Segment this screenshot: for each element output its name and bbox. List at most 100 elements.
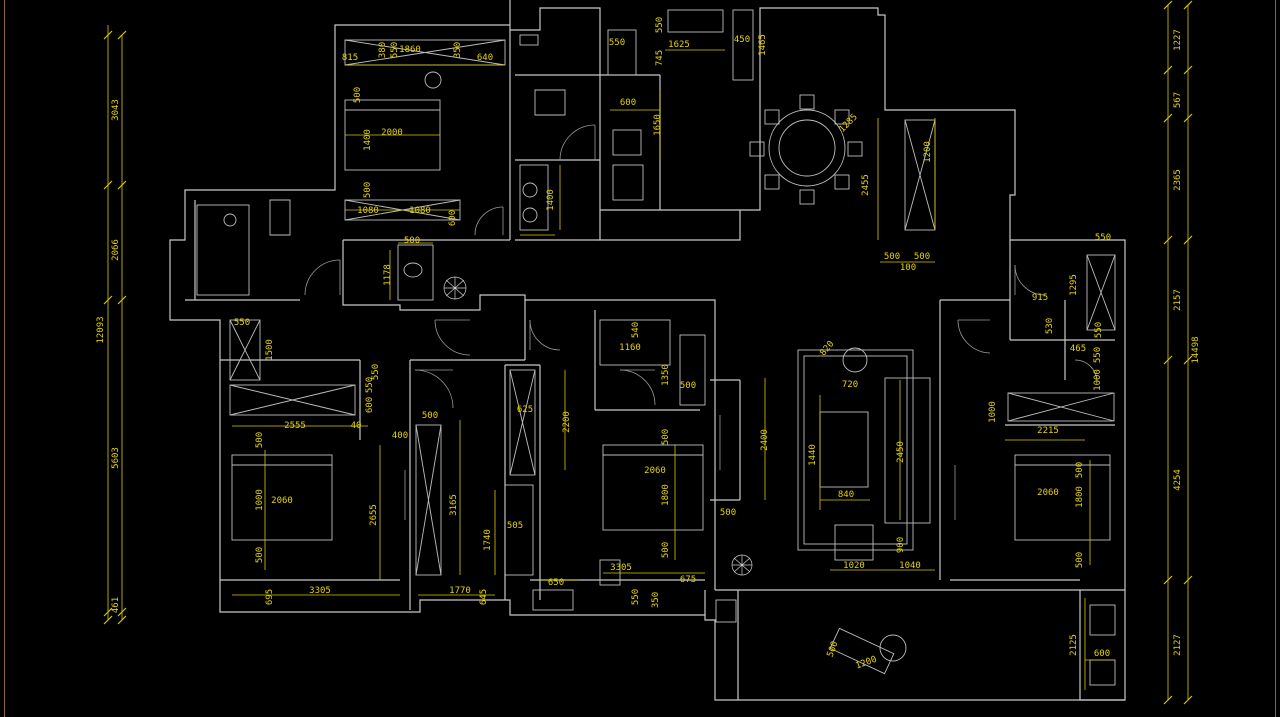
room-dim-label: 1465 — [758, 34, 768, 56]
room-dim-label: 500 — [1075, 552, 1085, 568]
dimension-tick — [1183, 355, 1193, 365]
room-dim-label: 505 — [507, 521, 523, 531]
room-dim-label: 1200 — [923, 141, 933, 163]
dimension-tick — [117, 30, 127, 40]
room-dim-label: 600 — [1094, 649, 1110, 659]
room-dim-label: 500 — [255, 432, 265, 448]
room-dim-label: 1650 — [653, 114, 663, 136]
room-dim-label: 1160 — [619, 343, 641, 353]
room-dim-label: 550 — [365, 377, 375, 393]
room-dim-label: 550 — [1093, 347, 1103, 363]
room-dim-label: 3305 — [309, 586, 331, 596]
room-dim-label: 1350 — [661, 364, 671, 386]
room-dim-label: 550 — [1095, 233, 1111, 243]
room-dim-label: 1040 — [899, 561, 921, 571]
dimension-tick — [117, 180, 127, 190]
room-dim-label: 1020 — [843, 561, 865, 571]
room-dim-label: 400 — [392, 431, 408, 441]
room-dim-label: 450 — [734, 35, 750, 45]
dimension-tick — [1163, 65, 1173, 75]
room-dim-label: 600 — [448, 210, 458, 226]
dim-left-4: 461 — [111, 597, 121, 613]
room-dim-label: 500 — [422, 411, 438, 421]
plants — [443, 276, 753, 576]
room-dim-label: 550 — [371, 364, 381, 380]
room-dim-label: 1500 — [265, 339, 275, 361]
dimension-tick — [1183, 235, 1193, 245]
room-dim-label: 1860 — [399, 45, 421, 55]
dim-right-total: 14498 — [1191, 336, 1201, 363]
room-dim-label: 350 — [453, 42, 463, 58]
room-dim-label: 3165 — [449, 494, 459, 516]
room-dim-label: 1400 — [546, 189, 556, 211]
dimension-tick — [1183, 575, 1193, 585]
room-dim-label: 1440 — [808, 444, 818, 466]
room-dim-label: 500 — [680, 381, 696, 391]
furniture — [196, 9, 1116, 686]
room-dim-label: 1178 — [383, 264, 393, 286]
room-dim-label: 840 — [838, 490, 854, 500]
dimension-tick — [103, 295, 113, 305]
room-dim-label: 500 — [826, 640, 841, 659]
room-dim-label: 500 — [1075, 462, 1085, 478]
room-dim-label: 745 — [655, 50, 665, 66]
dimension-tick — [1183, 113, 1193, 123]
room-dim-label: 915 — [1032, 293, 1048, 303]
room-dim-label: 695 — [265, 589, 275, 605]
room-dim-label: 500 — [363, 182, 373, 198]
room-dim-label: 1740 — [483, 529, 493, 551]
room-dim-label: 2000 — [381, 128, 403, 138]
dimension-tick — [117, 295, 127, 305]
room-dim-label: 3305 — [610, 563, 632, 573]
room-dim-label: 1000 — [1093, 369, 1103, 391]
drawing-frame — [4, 0, 1276, 717]
room-dim-label: 625 — [517, 405, 533, 415]
dim-right-1: 1227 — [1173, 29, 1183, 51]
dining-chairs — [749, 94, 863, 205]
dim-right-3: 2365 — [1173, 169, 1183, 191]
room-dim-label: 500 — [255, 547, 265, 563]
dim-right-2: 567 — [1173, 92, 1183, 108]
room-dim-label: 2200 — [562, 411, 572, 433]
room-dim-label: 640 — [477, 53, 493, 63]
room-dim-label: 1400 — [363, 129, 373, 151]
room-dim-label: 1080 — [357, 206, 379, 216]
room-dim-label: 815 — [342, 53, 358, 63]
room-dim-label: 500 — [914, 252, 930, 262]
room-dim-label: 820 — [818, 339, 836, 358]
room-dim-label: 2060 — [1037, 488, 1059, 498]
room-dim-label: 2450 — [896, 441, 906, 463]
room-dim-label: 500 — [720, 508, 736, 518]
dimension-tick — [1163, 355, 1173, 365]
room-dim-label: 350 — [651, 592, 661, 608]
room-dim-label: 1000 — [255, 489, 265, 511]
room-dim-label: 1080 — [409, 206, 431, 216]
room-dim-label: 2655 — [369, 504, 379, 526]
room-dim-label: 550 — [390, 42, 400, 58]
dim-right-6: 2127 — [1173, 634, 1183, 656]
dimension-tick — [103, 607, 113, 617]
room-dim-label: 600 — [365, 397, 375, 413]
room-dim-label: 2555 — [284, 421, 306, 431]
dimension-tick — [103, 30, 113, 40]
room-dim-label: 2060 — [644, 466, 666, 476]
room-dim-label: 380 — [378, 42, 388, 58]
room-dim-label: 550 — [1094, 322, 1104, 338]
dimension-ticks — [103, 0, 1193, 705]
room-dim-label: 900 — [896, 537, 906, 553]
room-dim-label: 500 — [353, 87, 363, 103]
room-dim-label: 500 — [661, 429, 671, 445]
room-dim-label: 465 — [1070, 344, 1086, 354]
room-dim-label: 40 — [351, 421, 362, 431]
dim-left-3: 5603 — [111, 447, 121, 469]
dimension-tick — [103, 615, 113, 625]
room-dim-label: 1000 — [988, 401, 998, 423]
room-dim-label: 1625 — [668, 40, 690, 50]
room-dim-label: 540 — [631, 322, 641, 338]
dim-right-4: 2157 — [1173, 289, 1183, 311]
dimension-tick — [1183, 65, 1193, 75]
dim-right-5: 4254 — [1173, 469, 1183, 491]
dimension-tick — [1163, 0, 1173, 10]
